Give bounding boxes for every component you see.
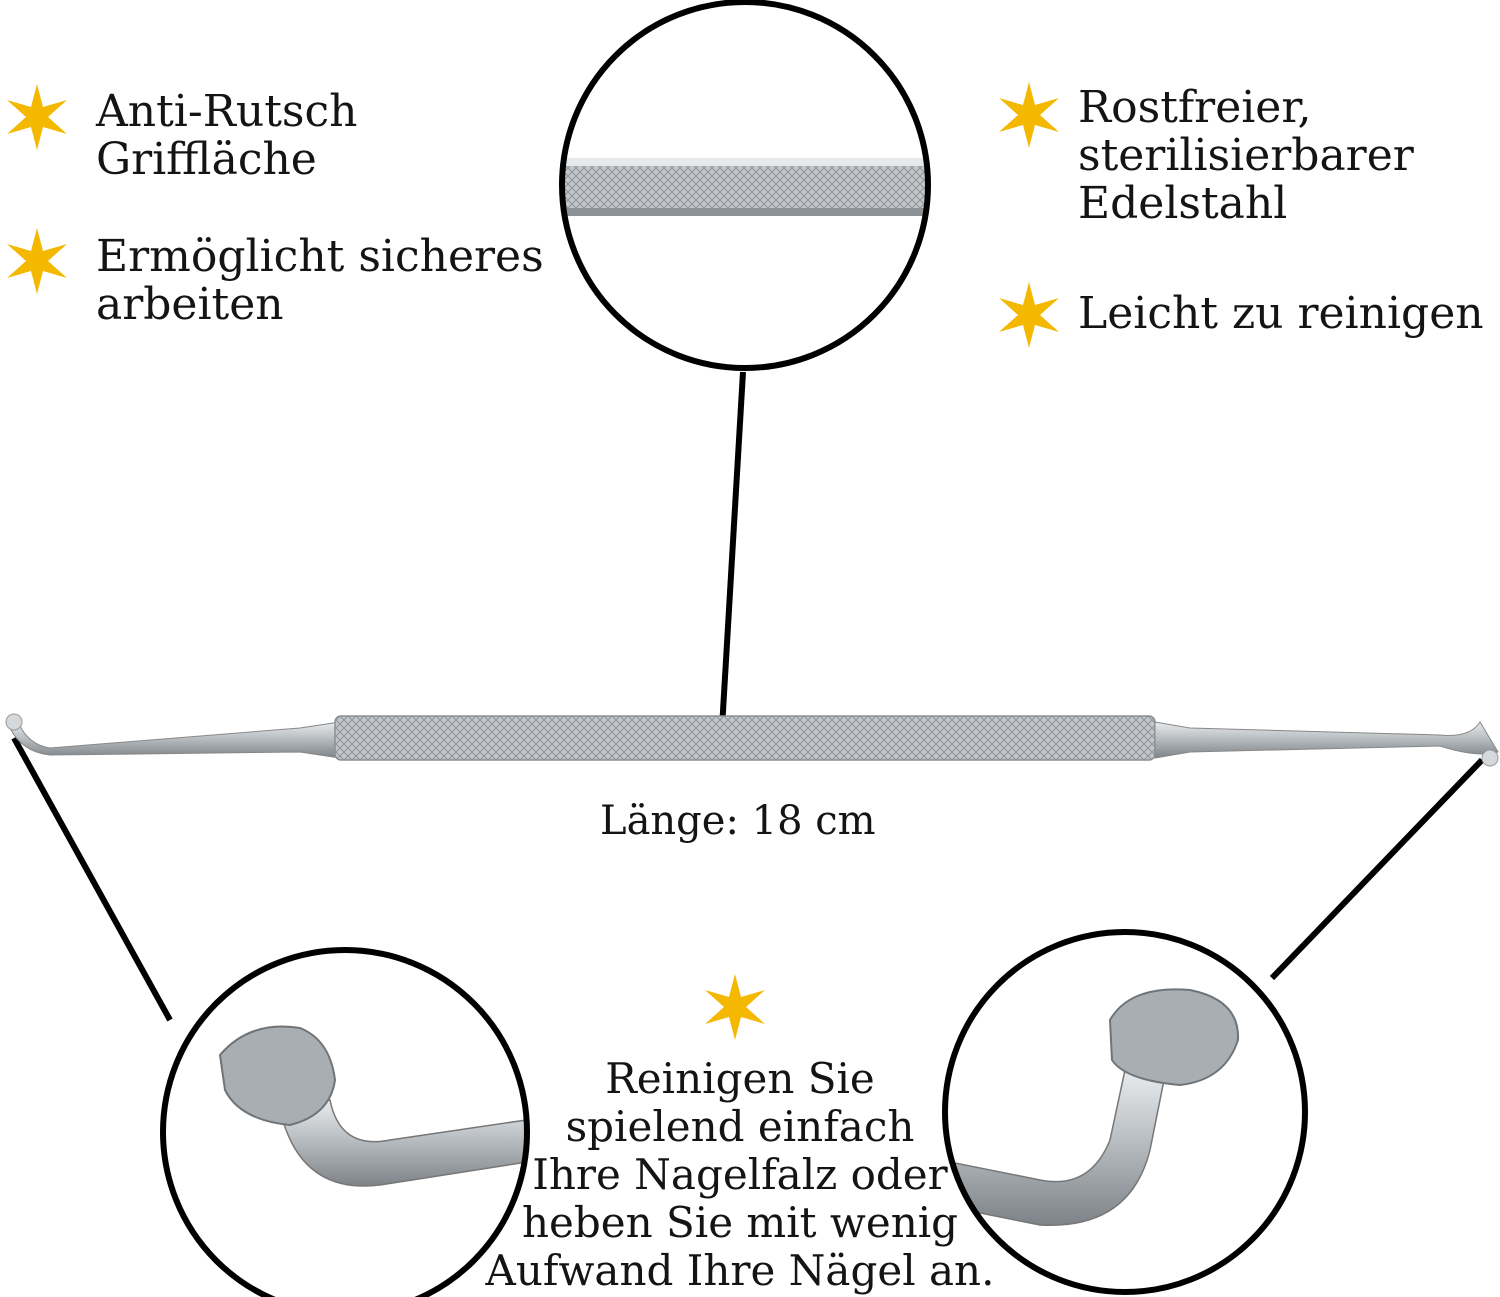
feature-safe-work: Ermöglicht sicheres arbeiten — [96, 233, 544, 329]
feature-line: Leicht zu reinigen — [1078, 288, 1484, 339]
connector-line-left — [11, 736, 173, 1022]
zoom-circle-right-tip — [945, 932, 1305, 1292]
feature-easy-clean: Leicht zu reinigen — [1078, 290, 1484, 338]
description-line: spielend einfach — [565, 1102, 915, 1151]
feature-anti-slip: Anti-Rutsch Griffläche — [96, 88, 357, 184]
feature-line: sterilisierbarer — [1078, 130, 1414, 181]
feature-stainless: Rostfreier, sterilisierbarer Edelstahl — [1078, 84, 1414, 228]
feature-line: Rostfreier, — [1078, 82, 1312, 133]
feature-line: Ermöglicht sicheres — [96, 231, 544, 282]
connector-line-right — [1269, 757, 1485, 981]
connector-line-top — [719, 371, 746, 729]
feature-line: Griffläche — [96, 134, 317, 185]
description-line: Reinigen Sie — [605, 1054, 875, 1103]
description-line: Ihre Nagelfalz oder — [532, 1150, 948, 1199]
nail-tool-instrument — [5, 713, 1499, 767]
zoom-circle-left-tip — [163, 950, 527, 1297]
cleaning-description: Reinigen Sie spielend einfach Ihre Nagel… — [470, 1055, 1010, 1295]
star-icon — [999, 82, 1059, 148]
length-caption: Länge: 18 cm — [600, 798, 876, 844]
feature-line: arbeiten — [96, 279, 284, 330]
zoom-circle-handle — [562, 2, 928, 368]
star-icon — [999, 282, 1059, 348]
star-icon — [7, 228, 67, 294]
description-line: heben Sie mit wenig — [521, 1198, 959, 1247]
feature-line: Edelstahl — [1078, 178, 1288, 229]
star-icon — [705, 974, 765, 1040]
star-icon — [7, 84, 67, 150]
description-line: Aufwand Ihre Nägel an. — [485, 1246, 995, 1295]
feature-line: Anti-Rutsch — [96, 86, 358, 137]
